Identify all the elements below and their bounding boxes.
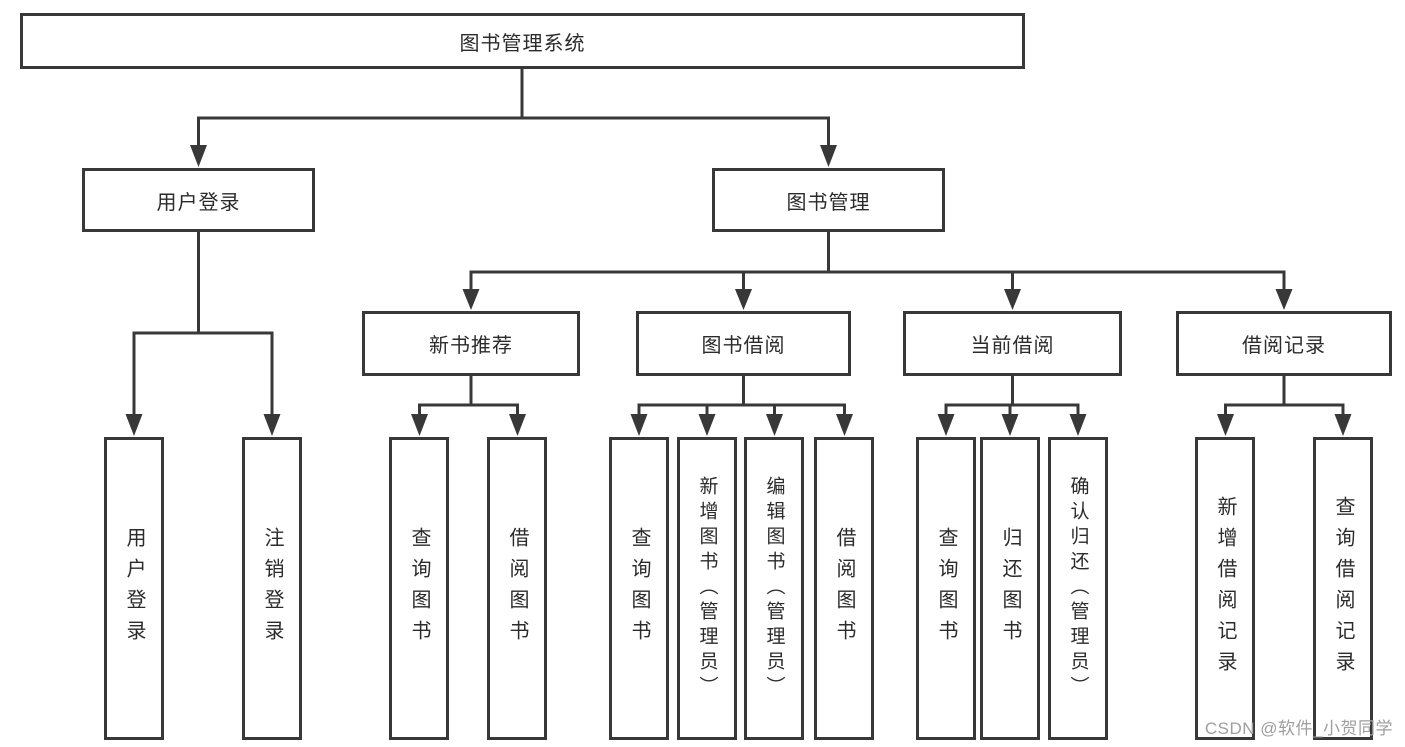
node-new-book-recommend: 新书推荐 — [362, 311, 580, 376]
connector-segments — [132, 69, 1345, 416]
node-label: 新增图书（管理员） — [696, 476, 718, 701]
node-label: 当前借阅 — [970, 335, 1055, 357]
node-label: 用户登录 — [123, 526, 145, 651]
node-label: 查询图书 — [408, 526, 430, 651]
node-label: 图书借阅 — [701, 335, 786, 357]
node-borrowing-records: 借阅记录 — [1176, 311, 1392, 376]
node-current-borrowing: 当前借阅 — [903, 311, 1122, 376]
node-book-management: 图书管理 — [712, 168, 945, 232]
node-label: 图书管理 — [786, 191, 871, 214]
node-label: 查询图书 — [628, 526, 650, 651]
leaf-query-books: 查询图书 — [916, 437, 976, 740]
node-book-borrowing: 图书借阅 — [636, 311, 851, 376]
leaf-logout: 注销登录 — [242, 437, 302, 740]
node-library-management-system: 图书管理系统 — [20, 13, 1025, 69]
node-label: 编辑图书（管理员） — [763, 476, 785, 701]
leaf-add-books-admin: 新增图书（管理员） — [677, 437, 737, 740]
node-user-login: 用户登录 — [82, 168, 315, 232]
leaf-query-books: 查询图书 — [389, 437, 449, 740]
leaf-user-login: 用户登录 — [104, 437, 164, 740]
node-label: 借阅图书 — [506, 526, 528, 651]
leaf-borrow-books: 借阅图书 — [487, 437, 547, 740]
node-label: 新书推荐 — [429, 335, 513, 357]
leaf-borrow-books: 借阅图书 — [814, 437, 874, 740]
leaf-confirm-return-admin: 确认归还（管理员） — [1048, 437, 1108, 740]
node-label: 查询借阅记录 — [1332, 495, 1354, 682]
node-label: 用户登录 — [156, 191, 241, 214]
arrowheads — [125, 145, 1352, 436]
node-label: 借阅记录 — [1242, 335, 1326, 357]
leaf-add-borrow-record: 新增借阅记录 — [1195, 437, 1255, 740]
node-label: 查询图书 — [935, 526, 957, 651]
leaf-edit-books-admin: 编辑图书（管理员） — [744, 437, 804, 740]
node-label: 借阅图书 — [833, 526, 855, 651]
csdn-watermark: CSDN @软件_小贺同学 — [1204, 719, 1393, 738]
node-label: 归还图书 — [999, 526, 1021, 651]
node-label: 确认归还（管理员） — [1067, 476, 1089, 701]
leaf-return-books: 归还图书 — [980, 437, 1040, 740]
node-label: 新增借阅记录 — [1214, 495, 1236, 682]
leaf-query-borrow-records: 查询借阅记录 — [1313, 437, 1373, 740]
node-label: 图书管理系统 — [459, 32, 586, 55]
leaf-query-books: 查询图书 — [609, 437, 669, 740]
node-label: 注销登录 — [261, 526, 283, 651]
